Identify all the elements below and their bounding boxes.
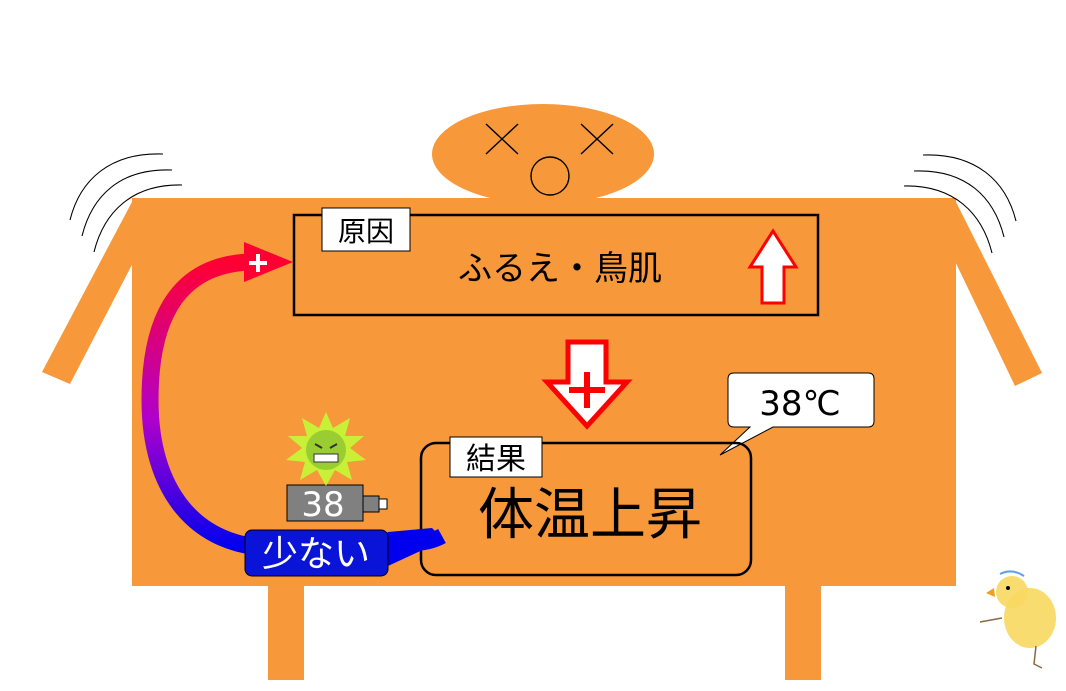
thermometer-value: 38 (301, 485, 344, 525)
cause-box: 原因 ふるえ・鳥肌 (292, 207, 820, 317)
feedback-loop-arrow (141, 242, 446, 566)
left-eye-x-icon (485, 123, 519, 155)
thermometer-icon: 38 (286, 484, 388, 525)
face (485, 123, 614, 196)
few-label-text: 少ない (262, 534, 370, 575)
body-figure (42, 104, 1042, 680)
head (432, 104, 654, 204)
result-tag: 結果 (466, 442, 526, 477)
right-leg (785, 580, 821, 680)
result-box: 結果 体温上昇 (419, 436, 753, 577)
chick-icon (979, 570, 1056, 669)
shiver-lines-icon (69, 153, 1017, 254)
cause-tag-box (321, 207, 411, 252)
speech-bubble: 38℃ (719, 372, 875, 456)
bubble-text: 38℃ (759, 384, 840, 424)
cause-tag: 原因 (338, 215, 394, 248)
right-arm (940, 200, 1042, 386)
result-tag-box (449, 436, 543, 478)
right-eye-x-icon (580, 123, 614, 155)
few-label: 少ない (244, 529, 389, 577)
plus-icon (569, 372, 605, 408)
down-arrow-icon (541, 339, 633, 430)
left-leg (268, 580, 304, 680)
loop-plus-icon (249, 254, 267, 272)
up-arrow-icon (747, 228, 799, 305)
mouth-icon (530, 156, 570, 196)
result-text: 体温上昇 (478, 483, 702, 548)
cause-text: ふるえ・鳥肌 (458, 249, 662, 289)
virus-icon (286, 412, 366, 486)
left-arm (42, 200, 150, 384)
